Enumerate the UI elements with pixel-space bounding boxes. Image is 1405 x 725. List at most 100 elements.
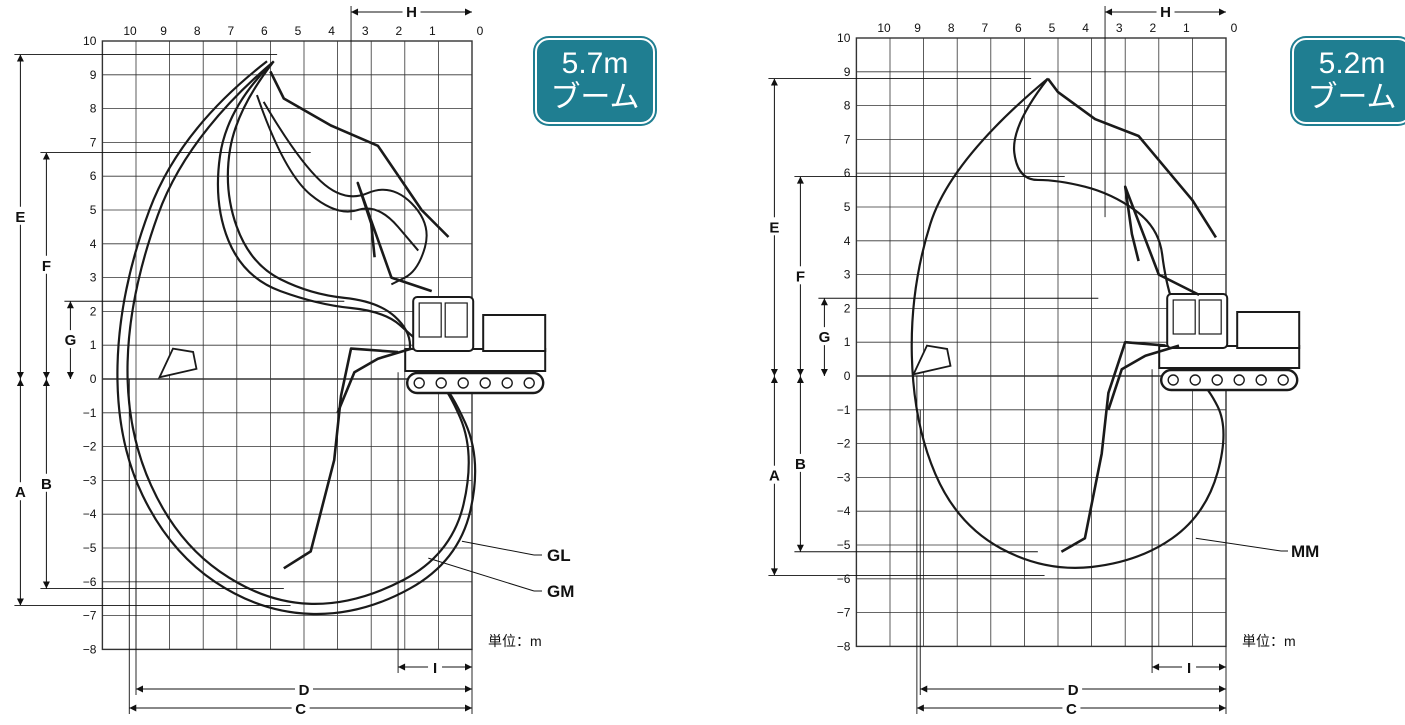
bucket-curl-path: [262, 101, 428, 286]
x-tick-label: 0: [477, 24, 484, 38]
y-tick-label: 5: [90, 203, 97, 217]
dim-b-arrow-head: [42, 581, 50, 589]
track-roller: [1189, 374, 1201, 386]
y-tick-label: 5: [844, 200, 851, 214]
y-tick-label: −7: [837, 606, 851, 620]
dim-e-bg: [765, 217, 784, 236]
engine-housing: [482, 314, 547, 352]
dim-b-arrow-head: [42, 379, 50, 386]
y-tick-label: 9: [844, 65, 851, 79]
dim-a-label: A: [769, 468, 780, 485]
badge-right-line2: ブーム: [1307, 81, 1397, 114]
y-tick-label: 8: [90, 102, 97, 116]
dim-a-arrow-head: [16, 379, 24, 386]
y-tick-label: 4: [90, 237, 97, 251]
dim-g-arrow-head: [66, 301, 74, 309]
dim-f-label: F: [42, 258, 51, 275]
dim-g-label: G: [819, 329, 831, 346]
y-tick-label: 3: [90, 271, 97, 285]
dim-h-bg: [1156, 2, 1175, 18]
dim-f-arrow-head: [796, 369, 804, 376]
dim-d-arrow-head: [465, 685, 472, 693]
badge-right-line1: 5.2m: [1318, 47, 1386, 80]
dim-a-arrow-head: [770, 568, 778, 576]
x-tick-label: 5: [295, 24, 302, 38]
dim-c-arrow-head: [129, 704, 137, 712]
dim-c-arrow-head: [465, 704, 472, 712]
dim-c-label: C: [1066, 701, 1077, 718]
leader-gl: [461, 540, 535, 556]
dim-e-label: E: [769, 219, 779, 236]
dim-i-arrow-head: [1152, 663, 1160, 671]
dim-d-arrow-head: [1219, 685, 1226, 693]
operator-cab: [1166, 293, 1229, 349]
reach-envelope-mm: [910, 77, 1225, 569]
x-tick-label: 1: [1183, 21, 1190, 35]
dim-a-bg: [765, 465, 784, 484]
y-tick-label: 9: [90, 68, 97, 82]
x-tick-label: 10: [123, 24, 137, 38]
y-tick-label: 6: [844, 166, 851, 180]
boom-arm-mid: [1123, 185, 1200, 297]
dim-b-bg: [37, 473, 56, 492]
dim-h-bg: [402, 2, 421, 18]
dim-h-label: H: [406, 4, 417, 21]
badge-left-line1: 5.7m: [561, 47, 629, 80]
x-tick-label: 1: [429, 24, 436, 38]
track-roller: [1255, 374, 1267, 386]
crawler-track: [1159, 368, 1299, 392]
dim-i-arrow-head: [465, 663, 472, 671]
dim-h-arrow-head: [1105, 8, 1113, 16]
cab-window-2: [444, 302, 468, 338]
y-tick-label: −4: [83, 507, 97, 521]
dim-d-label: D: [299, 682, 310, 699]
dim-f-arrow-head: [42, 152, 50, 160]
dim-b-arrow-head: [796, 376, 804, 383]
dim-h-arrow-head: [1219, 8, 1226, 16]
cab-window: [1172, 299, 1196, 335]
track-roller: [1277, 374, 1289, 386]
dim-a-bg: [11, 482, 30, 501]
dim-f-bg: [37, 255, 56, 274]
x-tick-label: 0: [1231, 21, 1238, 35]
track-roller: [1211, 374, 1223, 386]
curve-label-gl: GL: [547, 546, 571, 565]
track-roller: [479, 377, 491, 389]
track-roller: [501, 377, 513, 389]
y-tick-label: −8: [83, 642, 97, 656]
y-tick-label: −1: [837, 403, 851, 417]
unit-label: 単位：m: [1242, 633, 1296, 649]
dim-i-bg: [428, 658, 443, 676]
engine-housing: [1236, 311, 1301, 349]
x-tick-label: 10: [877, 21, 891, 35]
reach-envelope-inner: [1012, 77, 1178, 367]
dim-h-arrow-head: [465, 8, 472, 16]
x-tick-label: 3: [362, 24, 369, 38]
dim-a-arrow-head: [770, 376, 778, 383]
y-tick-label: −7: [83, 609, 97, 623]
y-tick-label: 7: [844, 132, 851, 146]
reach-envelope-gm: [126, 60, 470, 605]
track-roller: [1167, 374, 1179, 386]
dim-e-bg: [11, 206, 30, 225]
dim-h-arrow-head: [351, 8, 359, 16]
x-tick-label: 2: [395, 24, 402, 38]
y-tick-label: −2: [83, 440, 97, 454]
y-tick-label: 4: [844, 234, 851, 248]
y-tick-label: −8: [837, 639, 851, 653]
boom-badge-left: 5.7m ブーム: [535, 38, 655, 124]
x-tick-label: 9: [160, 24, 167, 38]
bucket-curl-path-2: [256, 94, 420, 252]
dim-i-label: I: [1187, 660, 1191, 677]
curve-label-gm: GM: [547, 582, 574, 601]
dim-h-label: H: [1160, 4, 1171, 21]
dim-g-bg: [61, 330, 80, 349]
boom-badge-right: 5.2m ブーム: [1292, 38, 1405, 124]
y-tick-label: 7: [90, 135, 97, 149]
dim-d-arrow-head: [136, 685, 143, 693]
dim-a-arrow-head: [16, 598, 24, 606]
y-tick-label: −2: [837, 437, 851, 451]
dim-b-arrow-head: [796, 544, 804, 552]
curve-label-mm: MM: [1291, 542, 1319, 561]
